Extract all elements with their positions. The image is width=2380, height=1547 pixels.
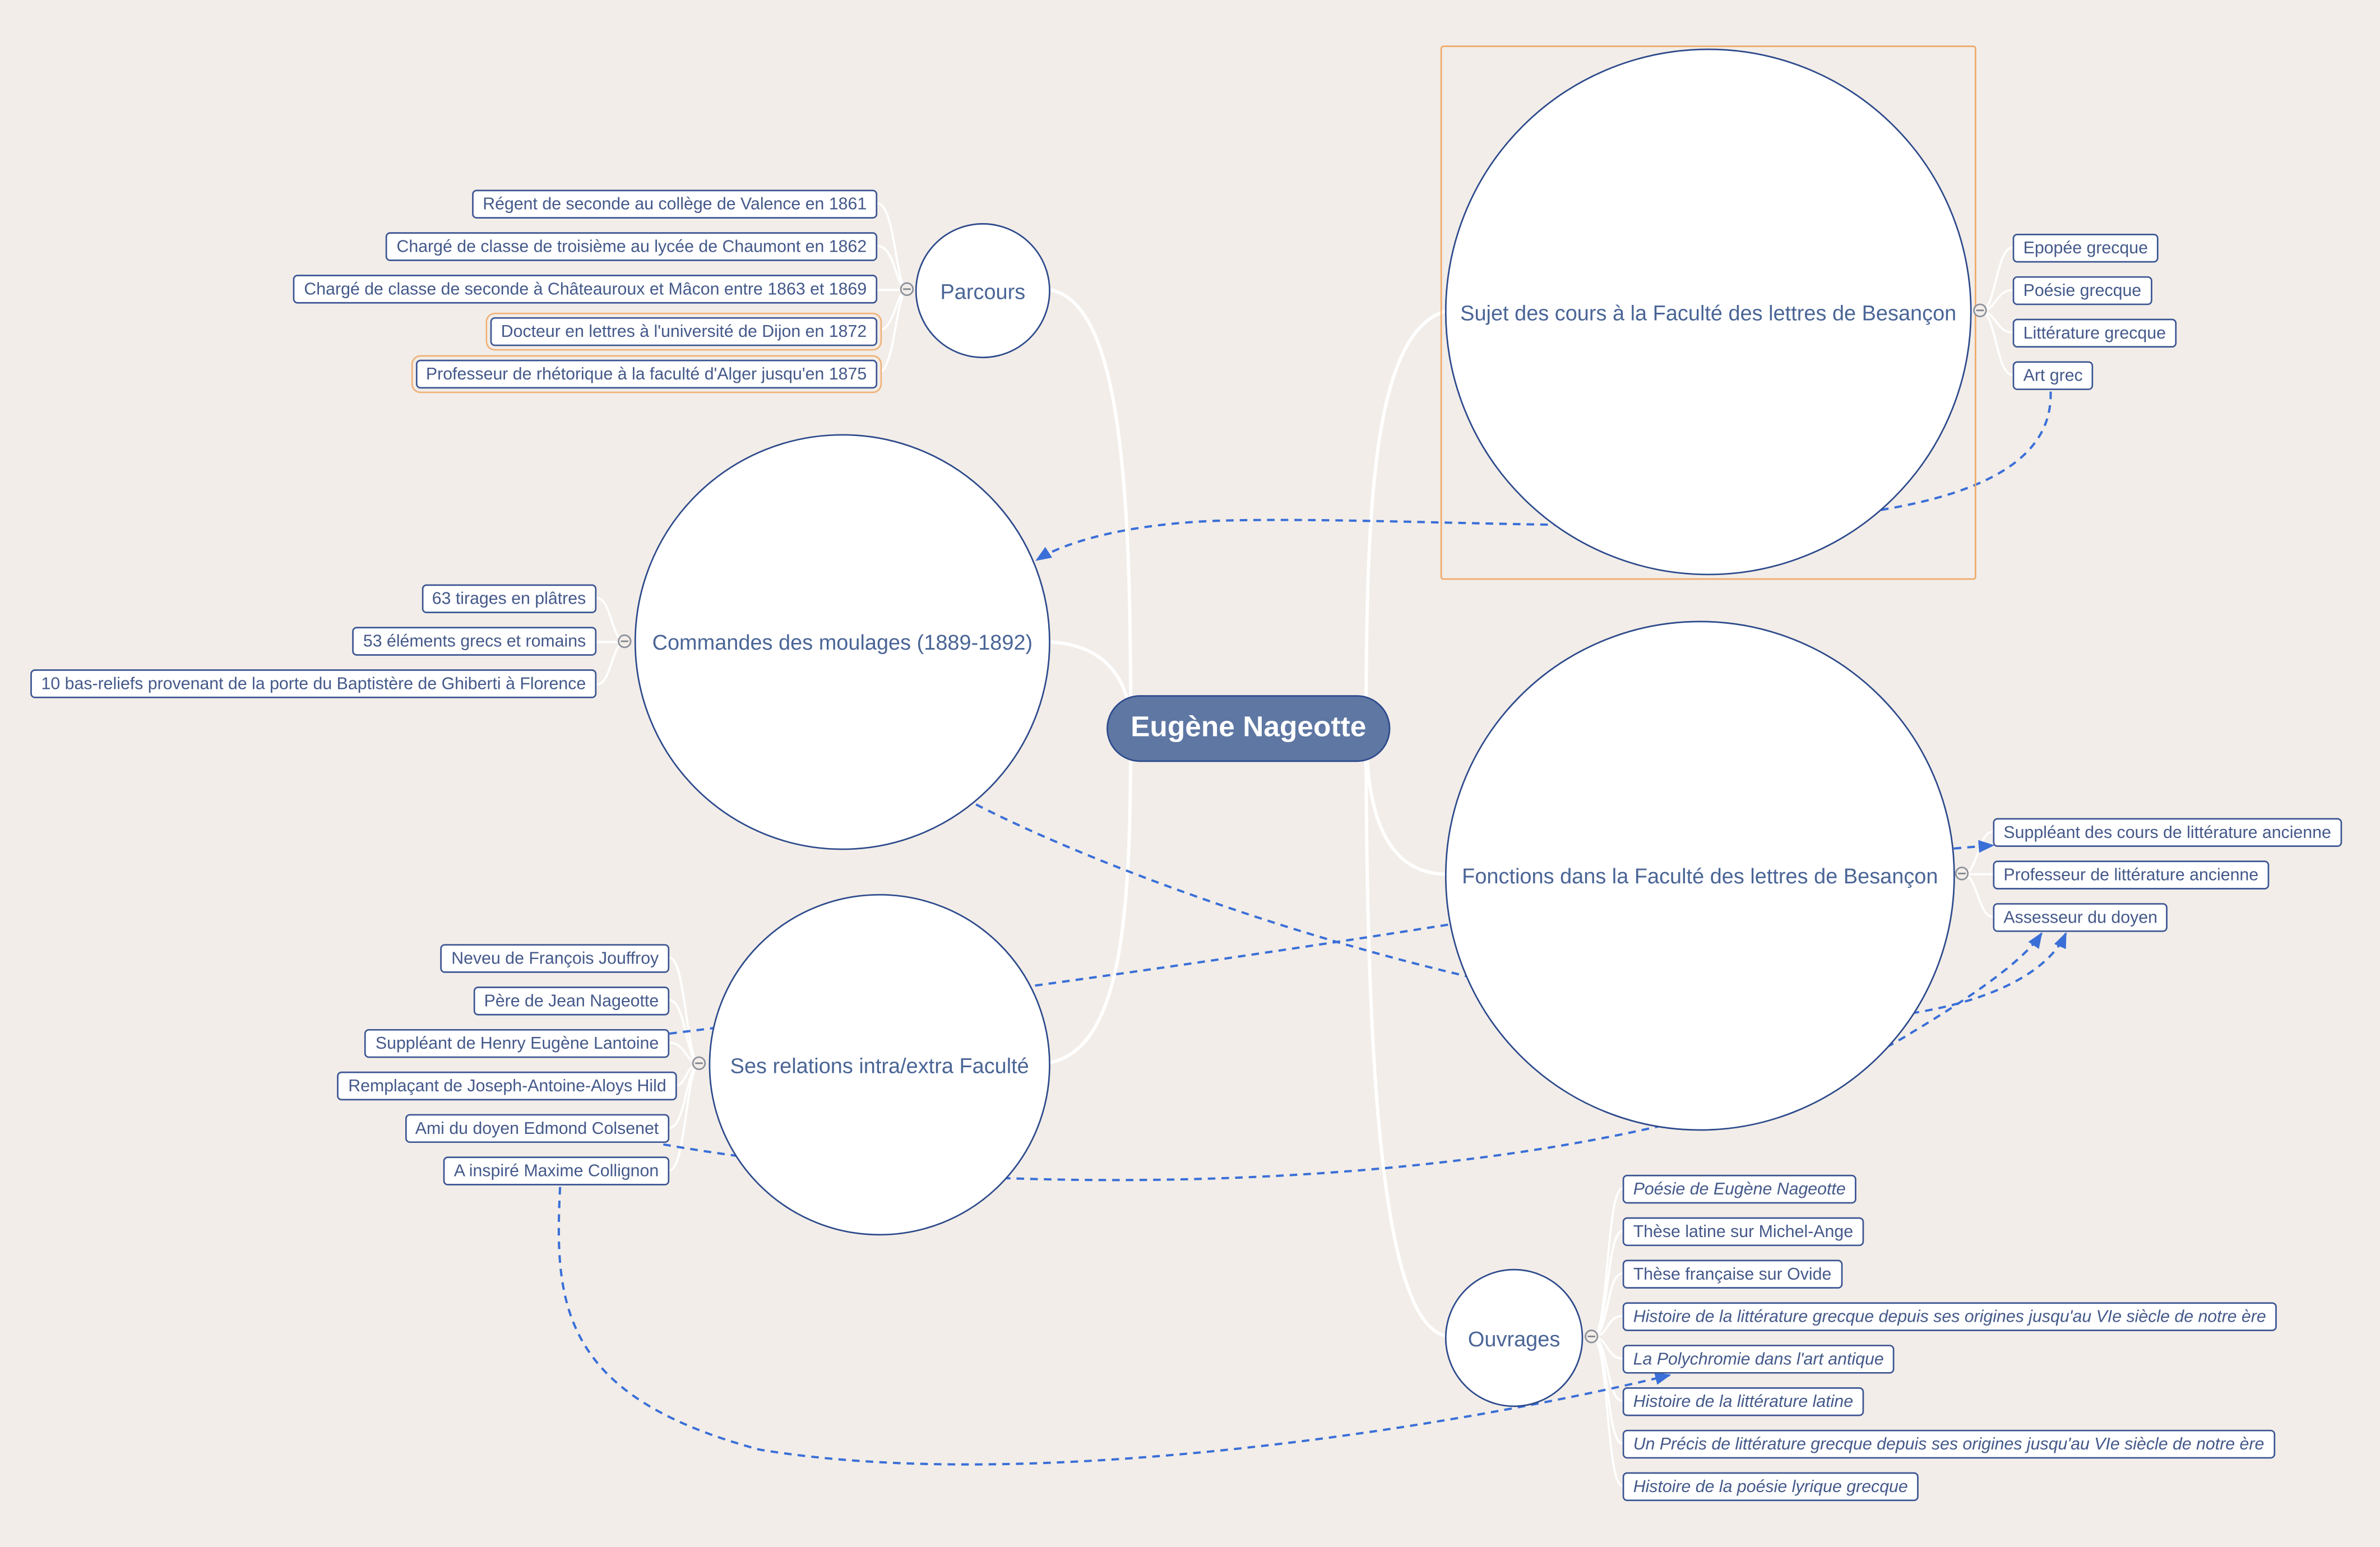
leaf-parcours-1[interactable]: Régent de seconde au collège de Valence … — [472, 189, 878, 219]
topic-moulages[interactable]: Commandes des moulages (1889-1892) — [634, 434, 1050, 850]
leaf-parcours-2[interactable]: Chargé de classe de troisième au lycée d… — [386, 232, 878, 261]
leaf-parcours-3[interactable]: Chargé de classe de seconde à Châteaurou… — [293, 275, 878, 304]
collapse-toggle-icon[interactable] — [1973, 303, 1987, 317]
leaf-parcours-5[interactable]: Professeur de rhétorique à la faculté d'… — [415, 359, 878, 389]
leaf-ouvrages-2[interactable]: Thèse latine sur Michel-Ange — [1622, 1217, 1864, 1247]
leaf-fonctions-2[interactable]: Professeur de littérature ancienne — [1993, 860, 2270, 890]
leaf-parcours-4[interactable]: Docteur en lettres à l'université de Dij… — [490, 317, 878, 346]
leaf-cours-1[interactable]: Epopée grecque — [2012, 234, 2159, 263]
leaf-relations-1[interactable]: Neveu de François Jouffroy — [441, 944, 670, 973]
leaf-moulages-3[interactable]: 10 bas-reliefs provenant de la porte du … — [30, 669, 597, 698]
leaf-cours-2[interactable]: Poésie grecque — [2012, 276, 2152, 305]
collapse-toggle-icon[interactable] — [618, 634, 632, 649]
relation-art-grec-to-moulages — [1035, 391, 2052, 561]
leaf-moulages-2[interactable]: 53 éléments grecs et romains — [352, 627, 597, 656]
branch-line-relations — [1048, 726, 1133, 1064]
leaf-relations-3[interactable]: Suppléant de Henry Eugène Lantoine — [364, 1029, 670, 1058]
leaf-ouvrages-5[interactable]: La Polychromie dans l'art antique — [1622, 1345, 1895, 1374]
leaf-relations-2[interactable]: Père de Jean Nageotte — [473, 986, 670, 1016]
leaf-ouvrages-4[interactable]: Histoire de la littérature grecque depui… — [1622, 1302, 2277, 1331]
leaf-ouvrages-6[interactable]: Histoire de la littérature latine — [1622, 1387, 1864, 1416]
topic-relations[interactable]: Ses relations intra/extra Faculté — [709, 893, 1050, 1236]
leaf-fonctions-1[interactable]: Suppléant des cours de littérature ancie… — [1993, 818, 2342, 847]
root-node[interactable]: Eugène Nageotte — [1106, 695, 1391, 762]
leaf-cours-3[interactable]: Littérature grecque — [2012, 318, 2177, 348]
leaf-fonctions-3[interactable]: Assesseur du doyen — [1993, 903, 2168, 932]
collapse-toggle-icon[interactable] — [900, 282, 914, 297]
collapse-toggle-icon[interactable] — [1955, 867, 1969, 881]
branch-line-cours — [1364, 309, 1447, 730]
relation-collignon-to-polychromie — [557, 1187, 1671, 1466]
leaf-relations-4[interactable]: Remplaçant de Joseph-Antoine-Aloys Hild — [337, 1071, 677, 1101]
leaf-moulages-1[interactable]: 63 tirages en plâtres — [421, 584, 597, 613]
topic-fonctions[interactable]: Fonctions dans la Faculté des lettres de… — [1444, 620, 1955, 1131]
topic-cours[interactable]: Sujet des cours à la Faculté des lettres… — [1444, 48, 1972, 576]
branch-line-parcours — [1048, 288, 1133, 730]
topic-ouvrages[interactable]: Ouvrages — [1444, 1268, 1583, 1407]
collapse-toggle-icon[interactable] — [1585, 1330, 1599, 1344]
topic-parcours[interactable]: Parcours — [915, 223, 1050, 359]
leaf-ouvrages-8[interactable]: Histoire de la poésie lyrique grecque — [1622, 1472, 1919, 1502]
leaf-relations-6[interactable]: A inspiré Maxime Collignon — [443, 1156, 670, 1185]
leaf-ouvrages-7[interactable]: Un Précis de littérature grecque depuis … — [1622, 1429, 2275, 1459]
branch-line-ouvrages — [1364, 726, 1447, 1337]
leaf-ouvrages-1[interactable]: Poésie de Eugène Nageotte — [1622, 1174, 1856, 1204]
leaf-ouvrages-3[interactable]: Thèse française sur Ovide — [1622, 1259, 1842, 1289]
leaf-relations-5[interactable]: Ami du doyen Edmond Colsenet — [404, 1114, 670, 1143]
collapse-toggle-icon[interactable] — [692, 1056, 706, 1071]
leaf-cours-4[interactable]: Art grec — [2012, 361, 2094, 390]
